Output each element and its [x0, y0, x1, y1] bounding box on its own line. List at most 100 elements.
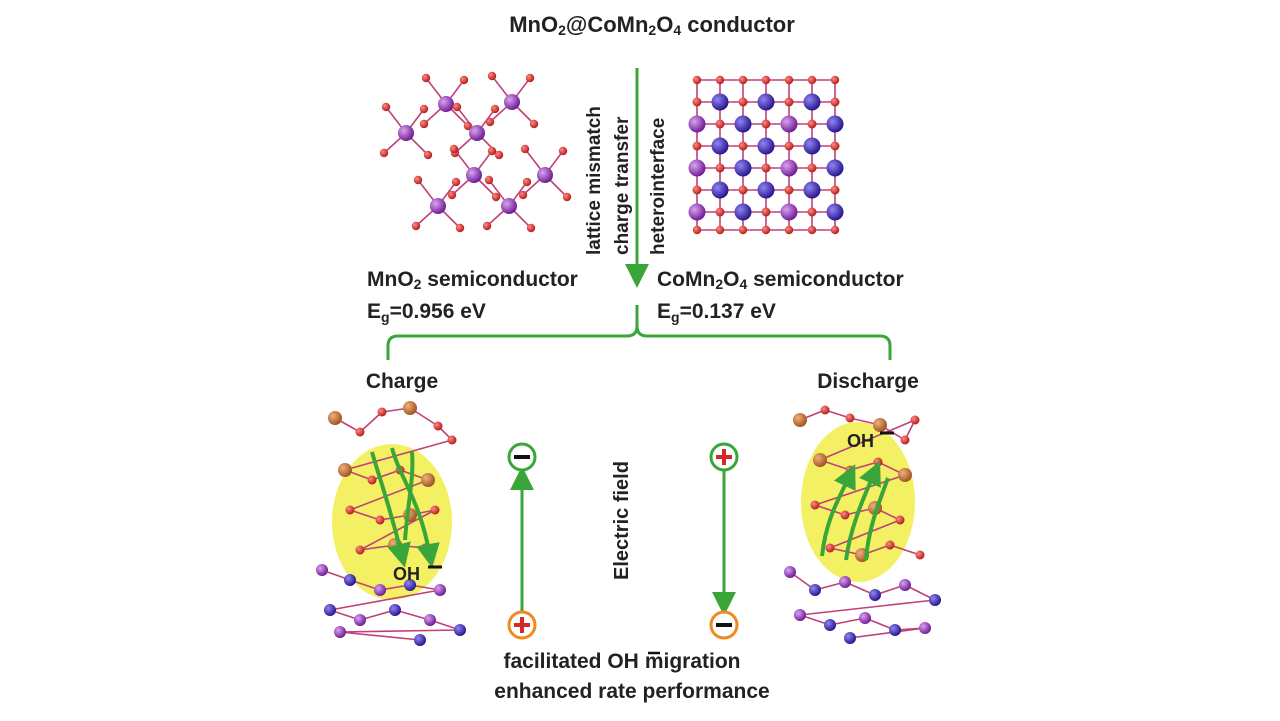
- oxygen-atom: [845, 413, 855, 423]
- oxygen-atom: [459, 75, 469, 85]
- manganese-atom: [424, 614, 436, 626]
- oxygen-atom: [830, 141, 840, 151]
- bond: [814, 504, 846, 516]
- manganese-atom: [919, 622, 931, 634]
- manganese-atom: [434, 584, 446, 596]
- oxygen-atom: [430, 505, 440, 515]
- oxygen-atom: [355, 545, 365, 555]
- oxygen-atom: [910, 415, 920, 425]
- bond: [359, 411, 383, 433]
- cobalt-atom: [826, 115, 844, 133]
- cobalt-atom: [454, 624, 466, 636]
- right-minus-icon: [709, 610, 739, 640]
- oxygen-atom: [784, 225, 794, 235]
- comn2o4-bandgap-label: Eg=0.137 eV: [657, 300, 776, 325]
- cobalt-atom: [929, 594, 941, 606]
- manganese-atom: [501, 198, 517, 214]
- oxygen-atom: [807, 119, 817, 129]
- oxygen-atom: [484, 175, 494, 185]
- cobalt-atom: [803, 137, 821, 155]
- oxygen-atom: [807, 75, 817, 85]
- manganese-atom: [794, 609, 806, 621]
- manganese-atom: [784, 566, 796, 578]
- cobalt-atom: [711, 181, 729, 199]
- oxygen-atom: [485, 117, 495, 127]
- oxygen-atom: [423, 150, 433, 160]
- bond: [819, 419, 916, 461]
- oxygen-atom: [413, 175, 423, 185]
- oxygen-atom: [520, 144, 530, 154]
- discharge-highlight-ellipse: [801, 422, 915, 582]
- manganese-atom: [537, 167, 553, 183]
- oxygen-atom: [449, 144, 459, 154]
- cobalt-atom: [826, 159, 844, 177]
- oxygen-atom: [447, 435, 457, 445]
- mno2-bandgap-label: Eg=0.956 eV: [367, 300, 486, 325]
- cobalt-atom: [404, 579, 416, 591]
- oxygen-atom: [784, 185, 794, 195]
- oxygen-atom: [451, 177, 461, 187]
- oxygen-atom: [715, 75, 725, 85]
- split-bracket: [386, 305, 892, 360]
- manganese-atom: [780, 203, 798, 221]
- cobalt-atom: [824, 619, 836, 631]
- bond: [814, 474, 906, 506]
- diagram-title: MnO2@CoMn2O4 conductor: [509, 12, 795, 38]
- manganese-atom: [398, 125, 414, 141]
- charge-oh-label: OH: [393, 564, 420, 584]
- oxygen-atom: [715, 119, 725, 129]
- comn2o4-crystal-structure: [688, 75, 844, 235]
- charge-panel: OH: [316, 401, 466, 646]
- lattice-atom: [793, 413, 807, 427]
- manganese-atom: [688, 159, 706, 177]
- oxygen-atom: [738, 75, 748, 85]
- oxygen-atom: [873, 457, 883, 467]
- oxygen-atom: [433, 421, 443, 431]
- oxygen-atom: [784, 97, 794, 107]
- mno2-semiconductor-label: MnO2 semiconductor: [367, 268, 578, 292]
- electric-field-label: Electric field: [611, 461, 633, 580]
- cobalt-atom: [803, 93, 821, 111]
- oxygen-atom: [715, 163, 725, 173]
- charge-ion-path-3: [403, 451, 415, 541]
- oxygen-atom: [738, 225, 748, 235]
- oxygen-atom: [491, 192, 501, 202]
- mno2-crystal-structure: [379, 71, 572, 233]
- right-plus-icon: [709, 442, 739, 472]
- oxygen-atom: [820, 405, 830, 415]
- bond: [371, 469, 401, 481]
- lattice-atom: [421, 473, 435, 487]
- label-lattice-mismatch: lattice mismatch: [584, 106, 605, 255]
- cobalt-atom: [869, 589, 881, 601]
- manganese-atom: [504, 94, 520, 110]
- bond: [849, 627, 926, 639]
- oxygen-atom: [830, 225, 840, 235]
- discharge-panel: OH: [784, 405, 941, 644]
- charge-label: Charge: [366, 370, 438, 393]
- oxygen-atom: [738, 97, 748, 107]
- manganese-atom: [688, 203, 706, 221]
- oxygen-atom: [381, 102, 391, 112]
- oxygen-atom: [761, 225, 771, 235]
- oxygen-atom: [452, 102, 462, 112]
- oxygen-atom: [761, 163, 771, 173]
- manganese-atom: [780, 159, 798, 177]
- lattice-atom: [328, 411, 342, 425]
- cobalt-atom: [324, 604, 336, 616]
- label-heterointerface: heterointerface: [648, 118, 669, 255]
- oxygen-atom: [885, 540, 895, 550]
- bond: [359, 509, 436, 551]
- bond: [359, 609, 396, 621]
- cobalt-atom: [757, 137, 775, 155]
- bond: [329, 589, 441, 611]
- oxygen-atom: [692, 185, 702, 195]
- cobalt-atom: [734, 203, 752, 221]
- cobalt-atom: [389, 604, 401, 616]
- oxygen-atom: [761, 119, 771, 129]
- oxygen-atom: [487, 146, 497, 156]
- oxygen-atom: [377, 407, 387, 417]
- lattice-atom: [403, 401, 417, 415]
- oxygen-atom: [738, 185, 748, 195]
- bond: [829, 519, 901, 549]
- bond: [339, 629, 461, 633]
